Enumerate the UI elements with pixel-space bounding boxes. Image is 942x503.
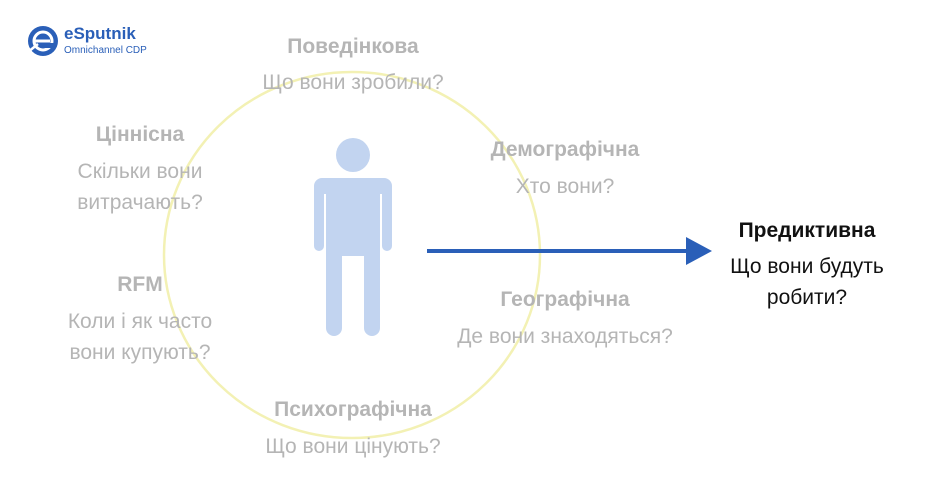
segment-geographic: Географічна Де вони знаходяться?: [418, 287, 712, 352]
segment-demographic: Демографічна Хто вони?: [452, 137, 678, 202]
segment-title: Географічна: [500, 288, 630, 311]
segment-rfm: RFM Коли і як часто вони купують?: [30, 272, 250, 368]
segment-question-line: Коли і як часто: [67, 310, 213, 333]
segment-predictive: Предиктивна Що вони будуть робити?: [692, 218, 922, 313]
segment-question: Хто вони?: [515, 175, 615, 198]
segment-question-line: вони купують?: [69, 341, 211, 364]
segment-question: Що вони цінують?: [265, 435, 441, 458]
segment-question: Де вони знаходяться?: [457, 325, 673, 348]
segment-title: Психографічна: [274, 398, 432, 421]
segment-behavioral: Поведінкова Що вони зробили?: [222, 34, 484, 98]
segment-title: RFM: [117, 273, 163, 296]
brand-logo: eSputnik Omnichannel CDP: [26, 24, 226, 64]
brand-name: eSputnik: [64, 24, 136, 43]
esputnik-logo-icon: [27, 26, 58, 56]
segment-title: Поведінкова: [287, 35, 419, 58]
segment-title: Демографічна: [490, 138, 640, 161]
segment-question-line: Що вони будуть: [730, 255, 884, 278]
person-icon: [314, 138, 392, 336]
segment-question: Що вони зробили?: [262, 71, 444, 94]
segment-question-line: Скільки вони: [77, 160, 203, 183]
brand-tagline: Omnichannel CDP: [64, 45, 147, 56]
segment-psychographic: Психографічна Що вони цінують?: [222, 397, 484, 462]
segment-question-line: витрачають?: [77, 191, 203, 214]
segment-title: Предиктивна: [738, 219, 876, 242]
segment-value: Ціннісна Скільки вони витрачають?: [40, 122, 240, 218]
segment-title: Ціннісна: [95, 123, 185, 146]
segment-question-line: робити?: [766, 286, 848, 309]
